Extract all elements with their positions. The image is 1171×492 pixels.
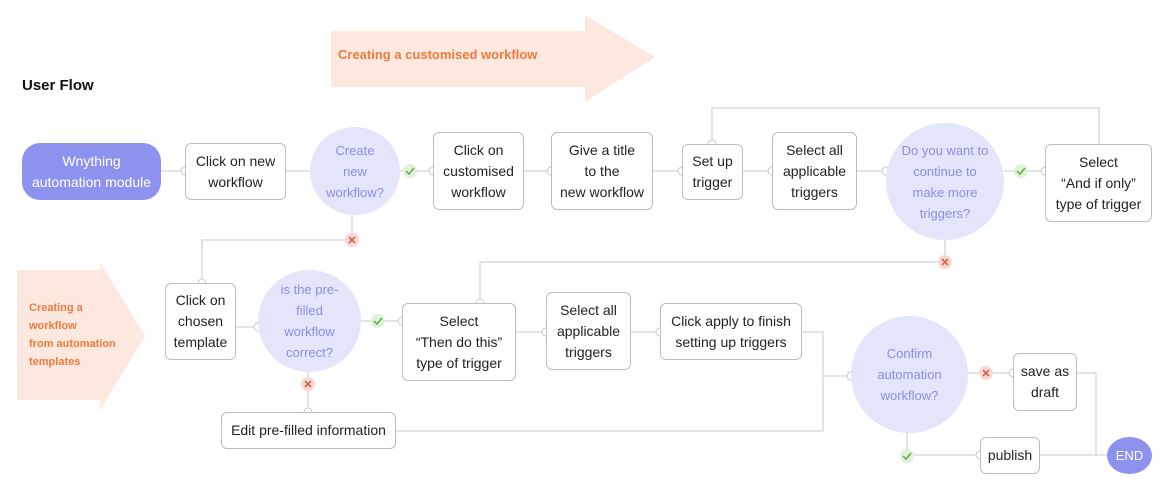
node-save-as-draft: save as draft bbox=[1013, 353, 1077, 411]
node-give-title: Give a title to the new workflow bbox=[551, 132, 653, 210]
page-title: User Flow bbox=[22, 77, 94, 94]
no-marker bbox=[301, 377, 315, 391]
yes-marker bbox=[403, 164, 417, 178]
connector-no bbox=[201, 215, 353, 283]
node-and-if-only: Select “And if only” type of trigger bbox=[1045, 144, 1152, 222]
connector bbox=[1077, 372, 1107, 456]
yes-marker bbox=[900, 449, 914, 463]
node-click-customised: Click on customised workflow bbox=[433, 132, 524, 210]
no-marker bbox=[345, 233, 359, 247]
node-click-new-workflow: Click on new workflow bbox=[185, 143, 286, 200]
connector bbox=[802, 331, 824, 376]
decision-create-new: Create new workflow? bbox=[310, 127, 400, 215]
yes-marker bbox=[1014, 164, 1028, 178]
end-node: END bbox=[1107, 437, 1152, 474]
node-select-all-triggers-1: Select all applicable triggers bbox=[772, 132, 857, 210]
decision-more-triggers: Do you want to continue to make more tri… bbox=[886, 123, 1004, 240]
node-click-apply: Click apply to finish setting up trigger… bbox=[660, 303, 802, 360]
connector-loop bbox=[711, 107, 1100, 144]
connector-no bbox=[479, 240, 946, 303]
no-marker bbox=[938, 255, 952, 269]
node-publish: publish bbox=[980, 437, 1040, 474]
yes-marker bbox=[371, 314, 385, 328]
connector-yes bbox=[906, 433, 980, 456]
connector bbox=[396, 375, 851, 432]
no-marker bbox=[979, 366, 993, 380]
node-then-do-this: Select “Then do this” type of trigger bbox=[402, 303, 516, 381]
banner-custom-label: Creating a customised workflow bbox=[338, 47, 538, 62]
node-set-up-trigger: Set up trigger bbox=[682, 144, 743, 200]
node-select-all-triggers-2: Select all applicable triggers bbox=[546, 292, 631, 370]
node-edit-prefilled: Edit pre-filled information bbox=[221, 412, 396, 449]
banner-arrow-custom bbox=[331, 15, 655, 102]
decision-prefilled-correct: is the pre- filled workflow correct? bbox=[258, 270, 361, 372]
node-click-template: Click on chosen template bbox=[165, 283, 236, 360]
banner-template-label: Creating a workflow from automation temp… bbox=[29, 302, 116, 368]
start-node: Wnything automation module bbox=[22, 143, 161, 200]
decision-confirm-workflow: Confirm automation workflow? bbox=[851, 316, 968, 433]
banner-arrow-template bbox=[17, 262, 145, 410]
